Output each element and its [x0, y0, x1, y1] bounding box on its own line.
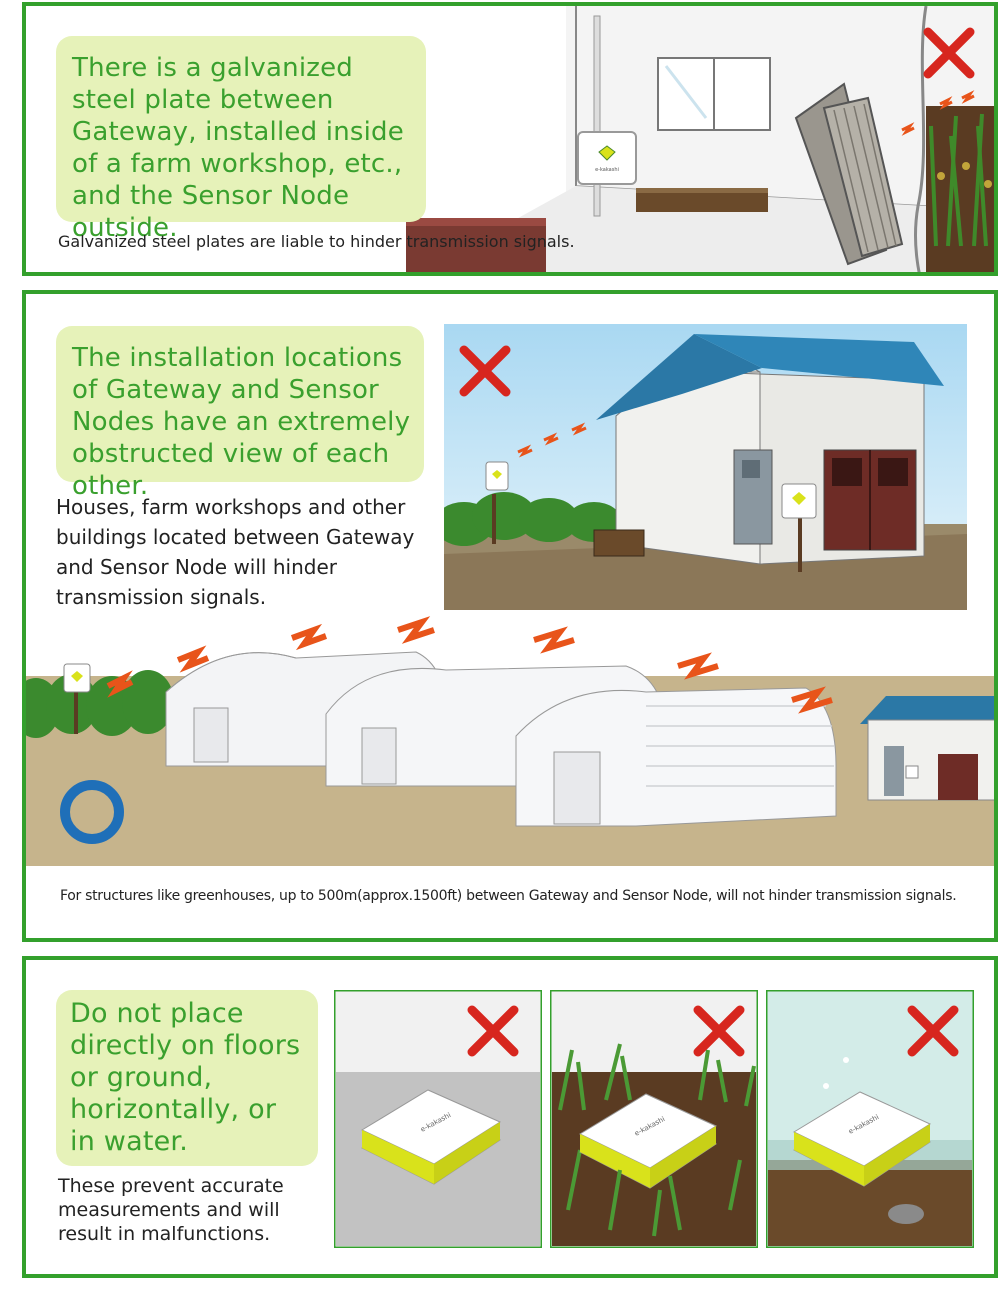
sensor-device: e-kakashi [792, 1091, 932, 1187]
signal-waves [106, 616, 833, 714]
sensor-node [781, 483, 817, 572]
panel-galvanized-steel: e-kakashi [22, 2, 998, 276]
greenhouse-note-text: For structures like greenhouses, up to 5… [60, 888, 957, 904]
note-text: Houses, farm workshops and other buildin… [56, 495, 415, 609]
building-scene [444, 324, 967, 610]
scene-floor: e-kakashi [334, 990, 542, 1248]
heading-text: There is a galvanized steel plate betwee… [72, 53, 404, 243]
farm-building [593, 334, 944, 565]
small-building [860, 696, 994, 801]
window [657, 57, 771, 131]
heading-callout: The installation locations of Gateway an… [56, 326, 424, 501]
panel-placement: Do not place directly on floors or groun… [22, 956, 998, 1278]
signal-waves [901, 90, 975, 136]
note-text: These prevent accurate measurements and … [58, 1175, 284, 1245]
sensor-node [63, 663, 91, 734]
note-text: Galvanized steel plates are liable to hi… [58, 232, 575, 251]
sensor-node [485, 461, 509, 544]
outside-crops [926, 106, 994, 272]
greenhouse [515, 687, 837, 827]
grass [558, 1043, 756, 1211]
cross-mark-icon [907, 1005, 959, 1057]
cross-mark-icon [459, 345, 511, 397]
crop-rows [444, 492, 622, 546]
gateway-device: e-kakashi [577, 131, 637, 185]
panel-obstructed-view: The installation locations of Gateway an… [22, 290, 998, 942]
sensor-device: e-kakashi [360, 1089, 502, 1185]
galvanized-steel-plates [794, 82, 904, 266]
cross-mark-icon [923, 27, 975, 79]
red-crate [406, 218, 546, 272]
cross-mark-icon [693, 1005, 745, 1057]
heading-callout: Do not place directly on floors or groun… [56, 990, 318, 1166]
scene-water: e-kakashi [766, 990, 974, 1248]
workshop-illustration: e-kakashi [406, 6, 994, 272]
greenhouse-scene [26, 616, 994, 866]
heading-callout: There is a galvanized steel plate betwee… [56, 36, 426, 243]
scene-ground: e-kakashi [550, 990, 758, 1248]
svg-text:e-kakashi: e-kakashi [595, 167, 619, 173]
cross-mark-icon [467, 1005, 519, 1057]
sensor-device: e-kakashi [578, 1093, 718, 1189]
heading-text: The installation locations of Gateway an… [72, 343, 411, 501]
signal-waves [517, 422, 587, 458]
circle-ok-icon [60, 780, 124, 844]
heading-text: Do not place directly on floors or groun… [70, 998, 301, 1157]
stone [888, 1204, 924, 1224]
